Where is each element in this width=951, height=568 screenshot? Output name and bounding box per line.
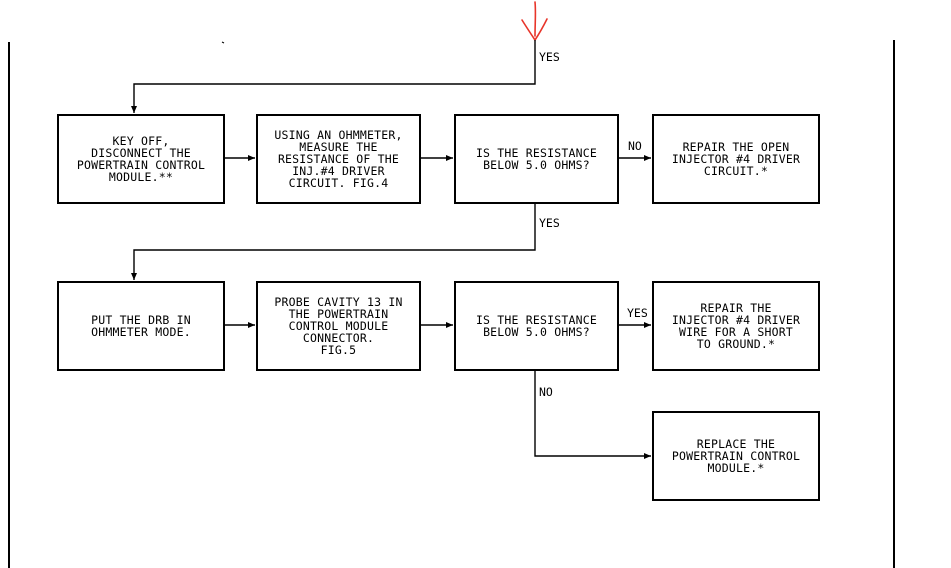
decision2-text: IS THE RESISTANCE BELOW 5.0 OHMS? [475,313,598,339]
key-off-text: KEY OFF, DISCONNECT THE POWERTRAIN CONTR… [76,134,206,184]
decision1-text: IS THE RESISTANCE BELOW 5.0 OHMS? [475,146,598,172]
probe-cavity-text: PROBE CAVITY 13 IN THE POWERTRAIN CONTRO… [274,295,403,357]
decision2-box: IS THE RESISTANCE BELOW 5.0 OHMS? [454,281,619,371]
probe-cavity-box: PROBE CAVITY 13 IN THE POWERTRAIN CONTRO… [256,281,421,371]
label-no-2: NO [539,385,553,399]
repair-open-box: REPAIR THE OPEN INJECTOR #4 DRIVER CIRCU… [652,114,820,204]
put-drb-text: PUT THE DRB IN OHMMETER MODE. [91,313,191,339]
connector-top-to-key-off [131,40,536,113]
replace-pcm-text: REPLACE THE POWERTRAIN CONTROL MODULE.* [671,437,801,475]
red-annotation-arrow [521,1,548,41]
connector-decision1-yes-to-put-drb [131,204,536,280]
label-yes-mid: YES [539,216,560,230]
put-drb-box: PUT THE DRB IN OHMMETER MODE. [57,281,225,371]
replace-pcm-box: REPLACE THE POWERTRAIN CONTROL MODULE.* [652,411,820,501]
key-off-box: KEY OFF, DISCONNECT THE POWERTRAIN CONTR… [57,114,225,204]
connector-decision2-no-to-replace [534,371,651,459]
repair-short-text: REPAIR THE INJECTOR #4 DRIVER WIRE FOR A… [671,301,801,351]
repair-open-text: REPAIR THE OPEN INJECTOR #4 DRIVER CIRCU… [671,140,801,178]
speck-mark [221,41,225,44]
label-no-1: NO [628,139,642,153]
decision1-box: IS THE RESISTANCE BELOW 5.0 OHMS? [454,114,619,204]
repair-short-box: REPAIR THE INJECTOR #4 DRIVER WIRE FOR A… [652,281,820,371]
label-yes-2: YES [627,306,648,320]
label-yes-top: YES [539,50,560,64]
using-ohmmeter-box: USING AN OHMMETER, MEASURE THE RESISTANC… [256,114,421,204]
using-ohmmeter-text: USING AN OHMMETER, MEASURE THE RESISTANC… [274,128,403,190]
